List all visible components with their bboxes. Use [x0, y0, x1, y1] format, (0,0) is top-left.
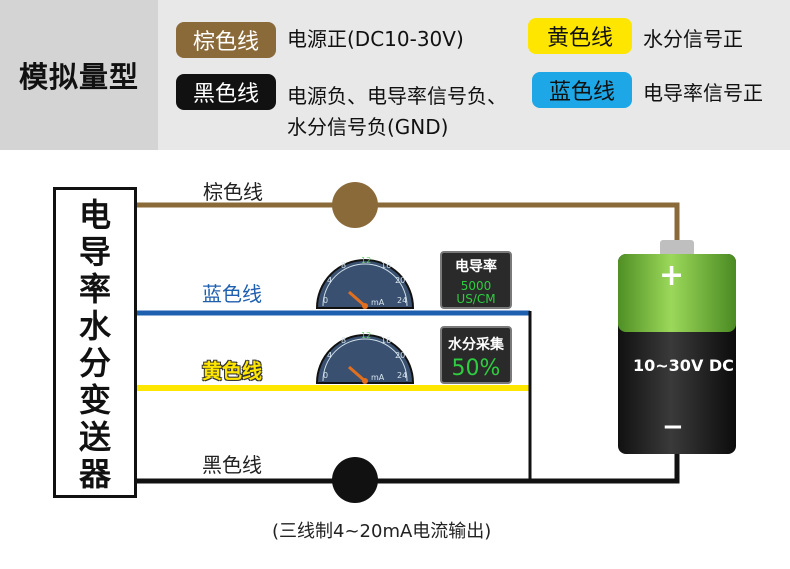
gauge2-tick-0: 0: [323, 371, 329, 380]
wire-label-blue: 蓝色线: [202, 282, 262, 306]
black-wire: [137, 448, 680, 484]
black-wire-node: [332, 457, 378, 503]
gauge1-tick-0: 0: [323, 296, 329, 305]
legend-desc-blue: 电导率信号正: [643, 81, 763, 105]
meter-title-moisture: 水分采集: [448, 337, 504, 353]
gauge-moisture: 0 4 8 12 16 20 24 mA: [315, 323, 415, 385]
legend-tag-blue: 蓝色线: [532, 72, 632, 108]
gauge-conductivity: 0 4 8 12 16 20 24 mA: [315, 248, 415, 310]
gauge2-tick-8: 8: [341, 336, 347, 345]
meter-value-moisture: 50%: [451, 356, 501, 381]
battery-minus: −: [662, 412, 684, 442]
gauge1-tick-24: 24: [397, 296, 408, 305]
wire-label-brown: 棕色线: [203, 180, 263, 204]
gauge2-tick-4: 4: [327, 351, 333, 360]
legend-title: 模拟量型: [18, 60, 139, 94]
gauge1-tick-20: 20: [395, 276, 406, 285]
wire-label-yellow: 黄色线: [202, 359, 262, 383]
transmitter-box: [53, 187, 137, 498]
transmitter-text: 电导率水分变送器: [79, 196, 112, 493]
gauge-dial-icon: [315, 259, 415, 309]
meter-value-conductivity: 5000: [460, 279, 492, 293]
gauge-dial-icon: [315, 334, 415, 384]
gauge2-unit: mA: [371, 373, 385, 382]
battery-label: 10~30V DC: [633, 356, 734, 375]
meter-title-conductivity: 电导率: [455, 259, 497, 275]
legend-desc-black-1: 电源负、电导率信号负、: [287, 84, 507, 108]
transmitter-label: 电导率水分变送器: [53, 197, 137, 493]
legend-panel: 模拟量型 棕色线 电源正(DC10-30V) 黑色线 电源负、电导率信号负、 水…: [0, 0, 790, 150]
gauge2-tick-12: 12: [361, 331, 372, 340]
legend-tag-brown: 棕色线: [176, 22, 276, 58]
meter-panel-moisture: 水分采集 50%: [440, 326, 512, 384]
legend-desc-yellow: 水分信号正: [643, 27, 743, 51]
wire-label-black: 黑色线: [202, 453, 262, 477]
gauge2-tick-16: 16: [381, 336, 392, 345]
legend-tag-black: 黑色线: [176, 74, 276, 110]
brown-wire: [137, 202, 680, 240]
brown-wire-node: [332, 182, 378, 228]
gauge1-tick-8: 8: [341, 261, 347, 270]
legend-title-cell: 模拟量型: [0, 0, 158, 150]
legend-desc-brown: 电源正(DC10-30V): [287, 27, 464, 51]
legend-tag-yellow: 黄色线: [528, 18, 632, 54]
battery-plus: +: [659, 258, 685, 293]
gauge1-unit: mA: [371, 298, 385, 307]
gauge1-tick-12: 12: [361, 256, 372, 265]
legend-desc-black-2: 水分信号负(GND): [287, 115, 449, 139]
gauge1-tick-4: 4: [327, 276, 333, 285]
meter-panel-conductivity: 电导率 5000 US/CM: [440, 251, 512, 309]
gauge1-tick-16: 16: [381, 261, 392, 270]
meter-unit-conductivity: US/CM: [456, 292, 496, 306]
footnote-caption: (三线制4~20mA电流输出): [272, 521, 492, 542]
battery-icon: [618, 240, 736, 454]
gauge2-tick-24: 24: [397, 371, 408, 380]
gauge2-tick-20: 20: [395, 351, 406, 360]
